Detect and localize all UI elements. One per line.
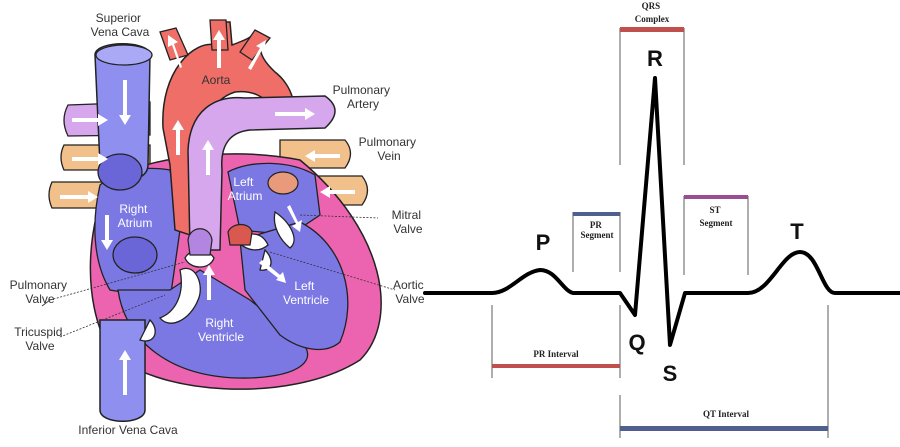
coronary-sinus-opening [112,236,158,274]
superior-vena-cava-opening [95,44,153,66]
label-pulmonary-artery: Pulmonary Artery [333,83,394,111]
label-tricuspid-valve: Tricuspid Valve [14,325,66,353]
label-right-ventricle: Right Ventricle [198,316,244,344]
ecg-pr-segment-marker: PR Segment [572,212,621,272]
blood-flow-arrows [60,30,355,395]
label-wave-t: T [790,219,804,244]
arrow-left-pa [72,114,108,126]
inferior-vena-cava [99,319,146,422]
arrow-aorta-up [172,120,184,155]
heart-diagram: Superior Vena Cava Aorta Pulmonary Arter… [10,11,427,437]
arrow-left-pv-upper [72,153,108,165]
arrow-left-ventricle [259,260,286,283]
label-left-ventricle: Left Ventricle [283,279,329,307]
label-qrs-complex: QRS Complex [635,1,670,24]
arrow-aorta-right [248,40,266,70]
tricuspid-valve-leaflet-2 [139,318,156,342]
arrow-aorta-left [168,35,182,68]
label-superior-vena-cava: Superior Vena Cava [91,11,150,39]
qrs-complex-bar [620,27,684,32]
qt-interval-bar [620,426,828,431]
label-wave-q: Q [628,330,645,355]
ecg-st-segment-marker: ST Segment [683,195,749,275]
arrow-svc-down [119,80,131,125]
pulmonary-valve-base [187,228,213,256]
arrow-right-pv-lower [320,186,355,198]
label-st-segment: ST Segment [700,205,733,228]
arrow-left-pv-lower [60,191,98,203]
label-pr-segment: PR Segment [581,220,614,240]
label-inferior-vena-cava: Inferior Vena Cava [78,423,178,437]
label-right-atrium: Right Atrium [118,202,153,230]
ecg-qrs-complex-marker: QRS Complex [619,1,685,165]
vena-cava-inlet [97,153,143,191]
label-left-atrium: Left Atrium [228,175,263,203]
arrow-right-ventricle-up [203,265,215,300]
ecg-trace [423,76,900,347]
arrow-aorta-mid [213,30,225,68]
arrow-right-pv-upper [305,150,340,162]
ecg-qt-interval-marker: QT Interval [619,305,829,438]
pulmonary-artery-trunk [187,95,336,251]
label-aortic-valve: Aortic Valve [393,278,427,306]
ecg-diagram: QRS Complex PR Segment ST Segment [423,1,900,438]
st-segment-bar [684,195,748,199]
label-wave-r: R [647,46,663,71]
aortic-valve-base [227,223,253,246]
label-pulmonary-valve: Pulmonary Valve [10,278,71,306]
pr-interval-bar [492,364,620,368]
label-pulmonary-vein: Pulmonary Vein [359,135,420,163]
label-wave-s: S [663,361,678,386]
mitral-valve-leaflet [273,210,295,249]
label-pr-interval: PR Interval [533,349,579,359]
arrow-right-atrium-down [101,215,113,250]
arrow-pulmonary-trunk-up [202,140,214,175]
label-leader-lines [41,214,396,338]
label-qt-interval: QT Interval [703,409,750,419]
label-mitral-valve: Mitral Valve [392,208,425,236]
pr-segment-bar [573,212,620,216]
label-wave-p: P [536,230,551,255]
arrow-ivc-up [119,350,131,395]
label-aorta: Aorta [202,73,231,87]
arrow-right-pa [275,108,315,120]
tricuspid-valve-leaflet [158,267,201,324]
arrow-left-atrium-down [287,205,302,232]
ecg-pr-interval-marker: PR Interval [491,305,621,378]
pulmonary-vein-inlet [267,171,299,195]
